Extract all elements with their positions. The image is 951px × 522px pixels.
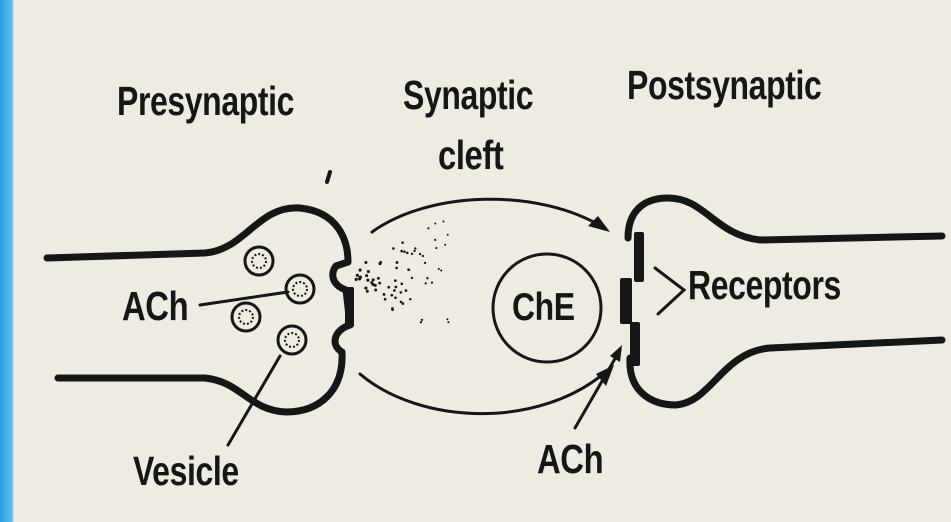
ach-dot bbox=[420, 321, 422, 323]
lower-diffusion-arrow bbox=[360, 370, 608, 414]
ach-dot bbox=[446, 318, 448, 320]
ach-dot bbox=[447, 321, 449, 323]
ach-dot bbox=[372, 278, 375, 281]
ach-dot bbox=[392, 247, 395, 250]
ach-dot bbox=[442, 220, 444, 222]
synaptic-cleft-label-line1: Synaptic bbox=[403, 72, 533, 119]
receptors-bracket bbox=[655, 268, 684, 314]
ach-dot bbox=[394, 279, 397, 282]
ach-dot bbox=[414, 247, 416, 249]
ach-dot bbox=[419, 253, 421, 255]
ach-dot bbox=[374, 289, 377, 292]
ach-dot bbox=[383, 293, 386, 296]
ach-dot bbox=[434, 222, 436, 224]
ach-dot bbox=[426, 277, 428, 279]
receptor-blocks bbox=[620, 232, 644, 366]
ach-dot bbox=[393, 289, 396, 292]
vesicle bbox=[286, 275, 314, 303]
ach-bottom-pointer-head bbox=[610, 345, 622, 362]
ach-dot bbox=[422, 255, 424, 257]
ach-dot bbox=[440, 269, 442, 271]
vesicle-pointer-line bbox=[228, 356, 280, 445]
ach-label-bottom: ACh bbox=[537, 436, 603, 483]
ach-dot bbox=[411, 277, 413, 279]
ach-dot bbox=[364, 261, 367, 264]
ach-dot bbox=[364, 287, 367, 290]
ach-dot bbox=[359, 276, 362, 279]
ach-dot bbox=[402, 302, 405, 305]
ach-dot bbox=[359, 269, 362, 272]
che-label: ChE bbox=[512, 286, 575, 330]
ach-dot bbox=[434, 239, 436, 241]
ach-dot bbox=[366, 290, 369, 293]
presynaptic-membrane-pockets bbox=[345, 287, 354, 327]
postsynaptic-label: Postsynaptic bbox=[627, 62, 821, 109]
ach-dot bbox=[424, 262, 426, 264]
ach-dot bbox=[413, 250, 415, 252]
vesicle-label: Vesicle bbox=[133, 448, 239, 495]
ach-dot bbox=[377, 277, 380, 280]
ach-dot bbox=[396, 261, 399, 264]
ach-dot bbox=[395, 286, 398, 289]
postsynaptic-terminal-outline bbox=[628, 198, 942, 240]
ach-dot bbox=[406, 252, 409, 255]
ach-dot bbox=[405, 289, 408, 292]
released-ach-dots bbox=[355, 220, 450, 323]
ach-dot bbox=[444, 244, 446, 246]
ach-dot bbox=[384, 298, 387, 301]
ach-dot bbox=[395, 267, 398, 270]
ach-dot bbox=[407, 268, 410, 271]
ach-dot bbox=[438, 268, 440, 270]
ach-dot bbox=[409, 298, 411, 300]
ach-dot bbox=[435, 247, 437, 249]
ach-dot bbox=[400, 282, 403, 285]
ach-dot bbox=[390, 294, 393, 297]
ach-dot bbox=[400, 250, 403, 253]
presynaptic-label: Presynaptic bbox=[117, 78, 294, 125]
ach-dot bbox=[401, 241, 404, 244]
ach-dot bbox=[421, 319, 423, 321]
ach-dot bbox=[366, 279, 369, 282]
ach-label-left: ACh bbox=[122, 283, 188, 330]
ach-dot bbox=[391, 307, 394, 310]
ach-dot bbox=[367, 270, 370, 273]
ach-dot bbox=[447, 234, 449, 236]
ach-dot bbox=[399, 291, 402, 294]
ach-dot bbox=[431, 281, 433, 283]
upper-diffusion-arrow bbox=[372, 199, 604, 232]
ach-dot bbox=[356, 274, 359, 277]
ink-mark bbox=[327, 172, 330, 182]
synaptic-cleft-label-line2: cleft bbox=[438, 132, 503, 179]
upper-arrow-head bbox=[588, 216, 610, 232]
ach-dot bbox=[387, 286, 390, 289]
ach-dot bbox=[425, 282, 427, 284]
ach-dot bbox=[379, 261, 382, 264]
ach-dot bbox=[411, 253, 413, 255]
ach-dot bbox=[365, 274, 368, 277]
presynaptic-terminal-outline bbox=[47, 208, 350, 412]
vesicles bbox=[232, 247, 314, 354]
ach-dot bbox=[427, 227, 429, 229]
postsynaptic-terminal-outline-lower bbox=[630, 340, 942, 405]
vesicle bbox=[278, 326, 306, 354]
lower-arrow-head bbox=[596, 365, 614, 386]
ach-dot bbox=[355, 278, 358, 281]
receptors-label: Receptors bbox=[688, 262, 841, 309]
ach-dot bbox=[394, 296, 397, 299]
vesicle bbox=[245, 247, 273, 275]
vesicle bbox=[232, 303, 260, 331]
ach-dot bbox=[370, 281, 373, 284]
ach-dot bbox=[378, 282, 381, 285]
ach-dot bbox=[403, 250, 406, 253]
